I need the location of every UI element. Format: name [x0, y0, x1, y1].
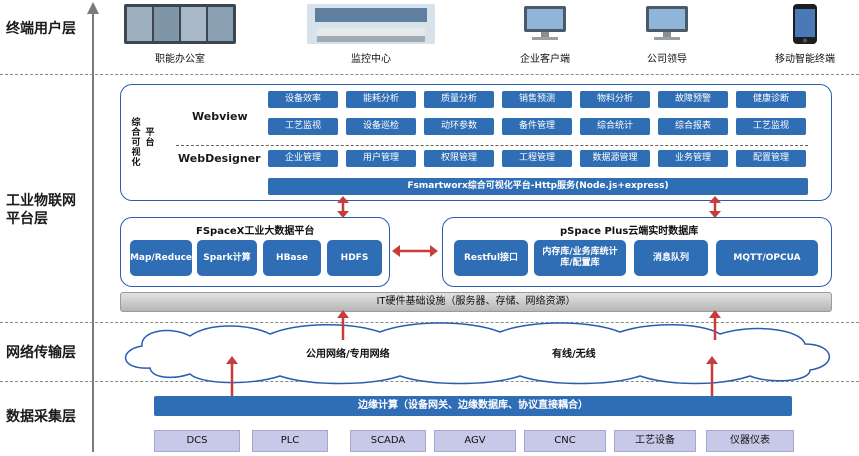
function-button: 业务管理: [658, 150, 728, 167]
layer-label-network: 网络传输层: [6, 345, 76, 361]
device-mobile-terminal: 移动智能终端: [760, 4, 850, 65]
function-button: 设备效率: [268, 91, 338, 108]
arrow-visual-pspace: [709, 196, 721, 218]
webview-label: Webview: [192, 110, 248, 123]
source-instruments: 仪器仪表: [706, 430, 794, 452]
source-cnc: CNC: [524, 430, 606, 452]
layer-label-terminal: 终端用户层: [6, 21, 76, 37]
source-plc: PLC: [252, 430, 328, 452]
pspace-message-queue: 消息队列: [634, 240, 708, 276]
fspace-title: FSpaceX工业大数据平台: [196, 226, 315, 237]
smartphone-icon: [793, 4, 817, 44]
arrow-edge-network-left: [226, 356, 238, 396]
pspace-mqtt-opcua: MQTT/OPCUA: [716, 240, 818, 276]
arrow-edge-network-right: [706, 356, 718, 396]
visualization-side-label-col2: 平台: [145, 128, 155, 148]
arrow-infra-network-right: [709, 310, 721, 340]
function-button: 质量分析: [424, 91, 494, 108]
device-office: 职能办公室: [120, 4, 240, 65]
fspace-hbase: HBase: [263, 240, 321, 276]
device-label: 公司领导: [647, 54, 687, 65]
function-button: 用户管理: [346, 150, 416, 167]
arrow-fspace-pspace: [392, 245, 438, 257]
device-control-center: 监控中心: [296, 4, 446, 65]
source-scada: SCADA: [350, 430, 426, 452]
function-button: 权限管理: [424, 150, 494, 167]
network-wired-wireless-label: 有线/无线: [552, 349, 596, 360]
device-enterprise-client: 企业客户端: [500, 4, 590, 65]
arrow-infra-network-left: [337, 310, 349, 340]
function-button: 综合统计: [580, 118, 650, 135]
device-label: 移动智能终端: [775, 54, 835, 65]
function-button: 综合报表: [658, 118, 728, 135]
fspace-map-reduce: Map/Reduce: [130, 240, 192, 276]
source-process-equipment: 工艺设备: [614, 430, 696, 452]
function-button: 动环参数: [424, 118, 494, 135]
pspace-title: pSpace Plus云端实时数据库: [560, 226, 699, 237]
source-agv: AGV: [434, 430, 516, 452]
layer-label-collection: 数据采集层: [6, 409, 76, 425]
webdesigner-label: WebDesigner: [178, 152, 261, 165]
network-cloud-icon: [124, 322, 831, 385]
function-button: 物料分析: [580, 91, 650, 108]
function-button: 能耗分析: [346, 91, 416, 108]
separator-1: [0, 74, 859, 75]
device-label: 职能办公室: [155, 54, 205, 65]
function-button: 数据源管理: [580, 150, 650, 167]
function-button: 工艺监视: [268, 118, 338, 135]
device-company-leader: 公司领导: [622, 4, 712, 65]
function-button: 备件管理: [502, 118, 572, 135]
function-button: 工艺监视: [736, 118, 806, 135]
device-label: 监控中心: [351, 54, 391, 65]
source-dcs: DCS: [154, 430, 240, 452]
function-button: 工程管理: [502, 150, 572, 167]
network-public-private-label: 公用网络/专用网络: [306, 349, 390, 360]
office-monitor-wall-icon: [124, 4, 236, 44]
function-button: 销售预测: [502, 91, 572, 108]
function-button: 健康诊断: [736, 91, 806, 108]
visualization-side-label-col1: 综合可视化: [131, 118, 141, 168]
device-label: 企业客户端: [520, 54, 570, 65]
desktop-computer-icon: [646, 6, 688, 40]
desktop-computer-icon: [524, 6, 566, 40]
layer-label-platform-line1: 工业物联网: [6, 193, 76, 209]
layer-label-platform-line2: 平台层: [6, 211, 48, 227]
function-button: 设备巡检: [346, 118, 416, 135]
edge-computing-bar: 边缘计算（设备网关、边缘数据库、协议直接耦合）: [154, 396, 792, 416]
fspace-spark: Spark计算: [197, 240, 257, 276]
function-button: 故障预警: [658, 91, 728, 108]
pspace-databases: 内存库/业务库统计库/配置库: [534, 240, 626, 276]
fspace-hdfs: HDFS: [327, 240, 382, 276]
visualization-row-divider: [176, 145, 808, 146]
layer-axis-arrow: [87, 2, 99, 452]
it-infrastructure-bar: IT硬件基础设施（服务器、存储、网络资源）: [120, 292, 832, 312]
control-room-icon: [307, 4, 435, 44]
service-bar: Fsmartworx综合可视化平台-Http服务(Node.js+express…: [268, 178, 808, 195]
arrow-visual-fspace: [337, 196, 349, 218]
layer-label-platform: 工业物联网 平台层: [6, 192, 76, 228]
pspace-restful: Restful接口: [454, 240, 528, 276]
function-button: 企业管理: [268, 150, 338, 167]
function-button: 配置管理: [736, 150, 806, 167]
